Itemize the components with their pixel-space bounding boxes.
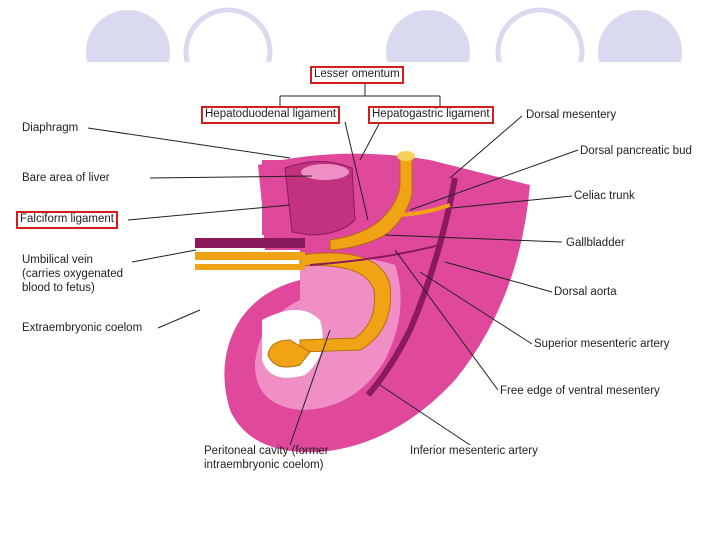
allantois-shape (195, 264, 305, 270)
label-peritoneal-cavity-line2: intraembryonic coelom) (204, 459, 324, 471)
label-umbilical-vein-line1: Umbilical vein (22, 254, 93, 266)
decor-circle-5 (598, 10, 682, 70)
label-dorsal-mesentery: Dorsal mesentery (526, 109, 617, 121)
label-superior-mesenteric-artery: Superior mesenteric artery (534, 338, 670, 350)
label-umbilical-vein-line3: blood to fetus) (22, 282, 95, 294)
diaphragm-shape (262, 160, 300, 235)
umbilical-vein-shape (195, 238, 305, 248)
label-gallbladder: Gallbladder (566, 237, 625, 249)
foregut-shape (329, 154, 413, 251)
label-hepatoduodenal-ligament: Hepatoduodenal ligament (201, 106, 341, 124)
label-extraembryonic-coelom: Extraembryonic coelom (22, 322, 143, 334)
label-peritoneal-cavity-line1: Peritoneal cavity (former (204, 445, 329, 457)
decor-circle-1 (86, 10, 170, 70)
label-diaphragm: Diaphragm (22, 122, 79, 134)
label-hepatogastric-ligament: Hepatogastric ligament (368, 106, 494, 124)
liver-shape (284, 161, 356, 236)
hindgut-shape (267, 339, 311, 368)
leader-lines (87, 82, 579, 446)
label-lesser-omentum: Lesser omentum (310, 66, 404, 84)
dorsal-aorta-shape (365, 177, 458, 397)
decorative-circles (86, 7, 682, 70)
label-dorsal-aorta: Dorsal aorta (554, 286, 617, 298)
label-inferior-mesenteric-artery: Inferior mesenteric artery (410, 445, 538, 457)
esophagus-opening-shape (397, 151, 415, 161)
label-umbilical-vein-line2: (carries oxygenated (22, 268, 123, 280)
superior-mesenteric-artery-shape (309, 244, 441, 266)
label-falciform-ligament: Falciform ligament (16, 211, 118, 229)
label-celiac-trunk: Celiac trunk (574, 190, 635, 202)
label-free-edge-ventral-mesentery: Free edge of ventral mesentery (500, 385, 660, 397)
decor-circle-3 (386, 10, 470, 70)
decor-circle-2 (183, 7, 273, 70)
decor-circle-4 (495, 7, 585, 70)
label-dorsal-pancreatic-bud: Dorsal pancreatic bud (580, 145, 692, 157)
label-bare-area-of-liver: Bare area of liver (22, 172, 110, 184)
vitelline-duct-shape (195, 252, 305, 260)
liver-top-shape (301, 164, 349, 180)
celiac-trunk-shape (394, 203, 451, 217)
